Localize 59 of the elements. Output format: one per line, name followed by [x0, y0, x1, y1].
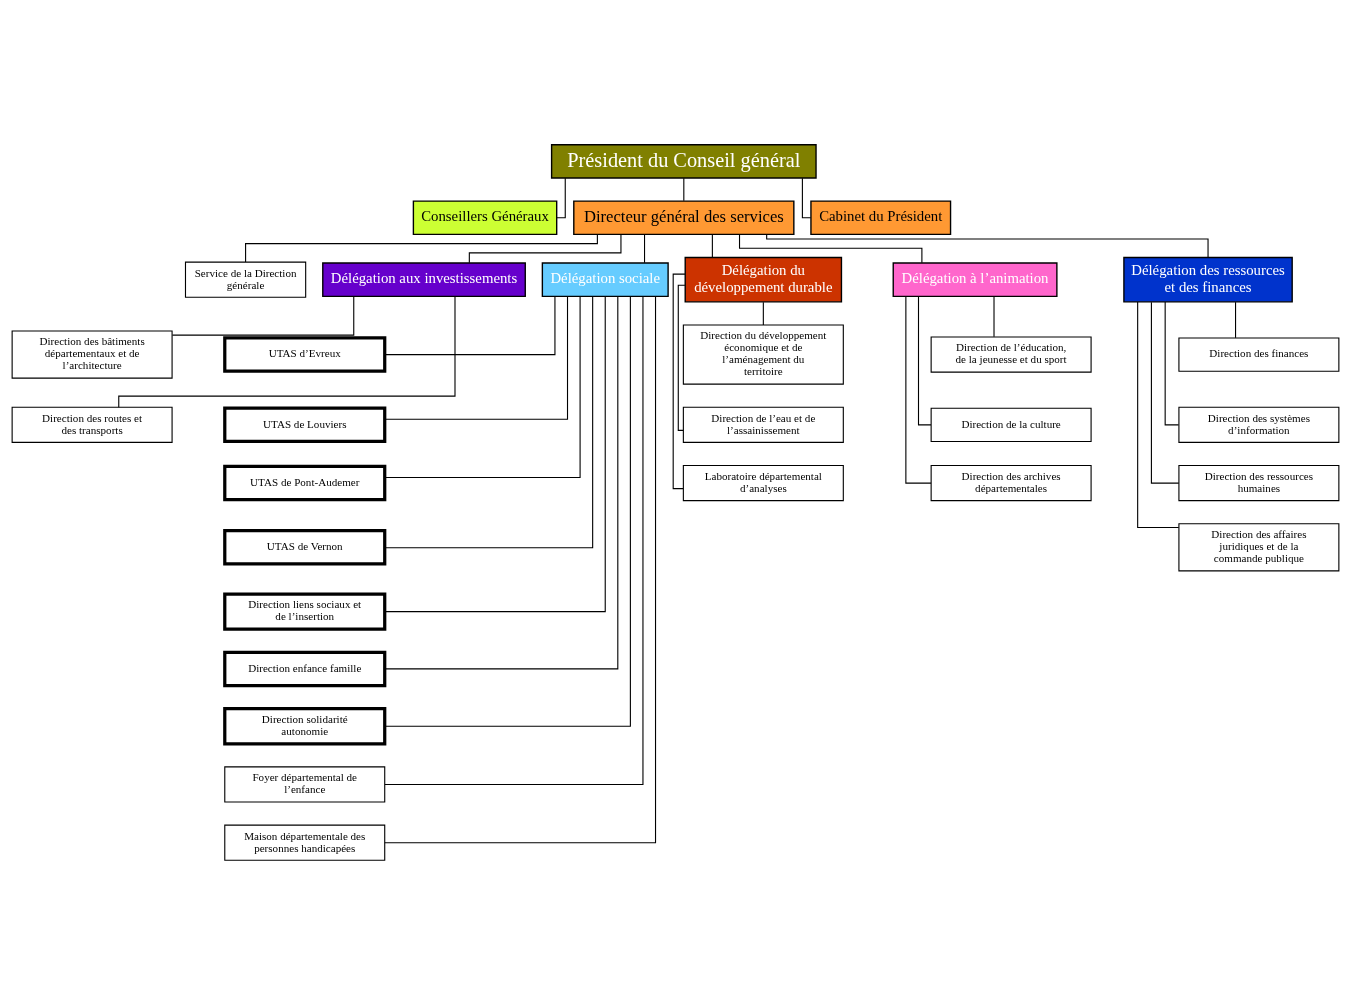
connector	[384, 296, 606, 613]
node-box: Délégation sociale	[541, 262, 669, 297]
node-box: Direction de l’éducation, de la jeunesse et du sport	[930, 336, 1092, 373]
connector	[643, 234, 646, 264]
node-box: Direction des bâtiments départementaux et de l’architecture	[11, 330, 173, 379]
node-box: Direction des routes et des transports	[11, 406, 173, 443]
node-box: Direction du développement économique et de l’aménagement du territoire	[682, 324, 844, 385]
node-box: Laboratoire départemental d’analyses	[682, 464, 844, 502]
node-box: Direction des finances	[1178, 337, 1340, 372]
connector	[711, 234, 713, 258]
node-box: UTAS d’Evreux	[223, 336, 387, 373]
node-box: Foyer départemental de l’enfance	[224, 766, 386, 803]
connector	[384, 295, 569, 420]
connector	[917, 295, 932, 426]
connector	[905, 295, 932, 484]
node-box: Direction solidarité autonomie	[223, 707, 387, 746]
connector	[171, 295, 355, 336]
node-box: Président du Conseil général	[550, 144, 817, 179]
node-box: Direction des affaires juridiques et de la commande publique	[1178, 523, 1340, 572]
node-box: Délégation aux investissements	[322, 262, 526, 297]
connector	[118, 295, 456, 408]
connector	[384, 295, 631, 727]
node-box: Service de la Direction générale	[184, 261, 307, 298]
node-box: UTAS de Pont-Audemer	[223, 464, 387, 502]
node-box: Direction des ressources humaines	[1178, 464, 1340, 502]
connector	[683, 177, 685, 202]
node-box: Délégation des ressources et des finances	[1123, 256, 1293, 303]
connector	[245, 234, 598, 263]
connector	[1235, 301, 1237, 339]
connector	[384, 296, 581, 479]
connector	[738, 233, 923, 264]
node-box: Conseillers Généraux	[412, 200, 558, 236]
connector	[762, 301, 764, 326]
node-box: UTAS de Louviers	[223, 406, 387, 444]
connector	[384, 296, 556, 356]
node-box: Délégation à l’animation	[892, 262, 1058, 297]
connector	[1150, 301, 1180, 484]
node-box: Direction liens sociaux et de l’insertion	[223, 592, 387, 631]
node-box: Direction de l’eau et de l’assainissement	[682, 406, 844, 443]
node-box: Direction des archives départementales	[930, 464, 1092, 502]
connector	[1164, 301, 1180, 426]
node-box: Directeur général des services	[573, 200, 795, 236]
node-box: Cabinet du Président	[810, 200, 952, 236]
connector	[677, 284, 686, 431]
connector	[1137, 301, 1180, 528]
connector	[556, 177, 566, 219]
node-box: UTAS de Vernon	[223, 529, 387, 566]
connector	[468, 233, 622, 264]
connector	[384, 295, 594, 549]
node-box: Délégation du développement durable	[684, 256, 843, 303]
connector	[672, 273, 686, 490]
connector	[801, 177, 812, 219]
connector	[993, 296, 995, 338]
node-box: Direction des systèmes d’information	[1178, 406, 1340, 443]
node-box: Maison départementale des personnes handicapées	[224, 824, 386, 861]
connector	[766, 233, 1209, 258]
node-box: Direction enfance famille	[223, 650, 387, 688]
node-box: Direction de la culture	[930, 407, 1092, 443]
connector	[384, 295, 619, 670]
